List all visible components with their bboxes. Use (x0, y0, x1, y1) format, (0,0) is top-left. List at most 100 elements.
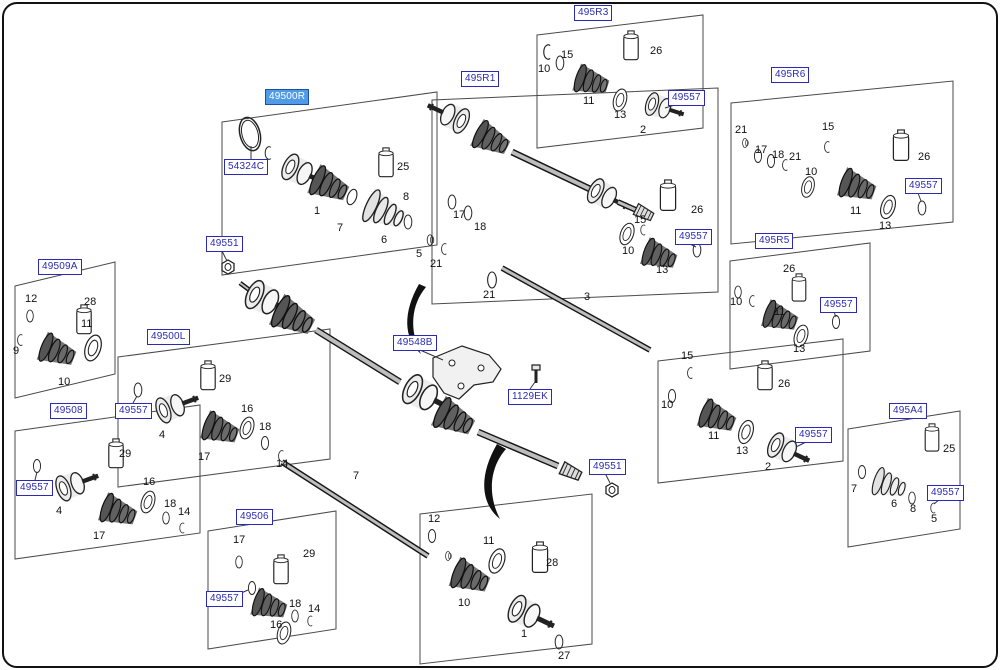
callout-number-10: 10 (805, 166, 818, 178)
part-label-49509A[interactable]: 49509A (38, 259, 82, 275)
part-label-49506[interactable]: 49506 (236, 509, 273, 525)
callout-number-26: 26 (778, 378, 791, 390)
group-box-495r6 (730, 80, 954, 245)
leader-line (917, 192, 922, 202)
callout-number-17: 17 (93, 530, 106, 542)
part-label-49500L[interactable]: 49500L (147, 329, 190, 345)
bracket-hole (477, 364, 485, 372)
part-label-49551[interactable]: 49551 (589, 459, 626, 475)
part-label-49557[interactable]: 49557 (668, 90, 705, 106)
callout-number-15: 15 (681, 350, 694, 362)
callout-number-2: 2 (640, 124, 647, 136)
callout-number-10: 10 (458, 597, 471, 609)
part-label-495A4[interactable]: 495A4 (889, 403, 927, 419)
callout-number-5: 5 (931, 513, 938, 525)
group-box-49506 (207, 510, 337, 650)
leader-line (419, 349, 444, 361)
callout-number-11: 11 (81, 318, 93, 330)
part-label-49548B[interactable]: 49548B (393, 335, 437, 351)
callout-number-26: 26 (918, 151, 931, 163)
callout-number-11: 11 (774, 306, 786, 318)
leader-line (34, 471, 38, 481)
callout-number-11: 11 (850, 205, 862, 217)
part-label-495R1[interactable]: 495R1 (461, 71, 500, 87)
callout-number-27: 27 (558, 650, 571, 662)
callout-number-17: 17 (198, 451, 211, 463)
leader-line (221, 250, 228, 262)
callout-number-18: 18 (259, 421, 272, 433)
callout-number-25: 25 (943, 443, 956, 455)
part-label-49557[interactable]: 49557 (795, 427, 832, 443)
callout-number-18: 18 (474, 221, 487, 233)
part-label-49557[interactable]: 49557 (115, 403, 152, 419)
callout-number-7: 7 (337, 222, 344, 234)
part-label-495R5[interactable]: 495R5 (755, 233, 794, 249)
part-label-49557[interactable]: 49557 (206, 591, 243, 607)
leader-line (529, 381, 536, 390)
callout-number-18: 18 (164, 498, 177, 510)
bracket-hole (448, 359, 456, 367)
callout-number-1: 1 (314, 205, 321, 217)
callout-number-5: 5 (416, 248, 423, 260)
callout-number-16: 16 (270, 619, 283, 631)
part-label-1129EK[interactable]: 1129EK (508, 389, 553, 405)
group-box-495r3 (536, 14, 704, 149)
callout-number-13: 13 (736, 445, 749, 457)
callout-number-26: 26 (783, 263, 796, 275)
leader-line (132, 395, 138, 404)
part-label-49557[interactable]: 49557 (16, 480, 53, 496)
callout-number-28: 28 (84, 296, 97, 308)
shaft-body (477, 430, 559, 468)
part-label-49557[interactable]: 49557 (905, 178, 942, 194)
part-label-49557[interactable]: 49557 (675, 229, 712, 245)
callout-number-25: 25 (397, 161, 410, 173)
callout-number-10: 10 (58, 376, 71, 388)
callout-number-8: 8 (910, 503, 917, 515)
callout-number-12: 12 (428, 513, 441, 525)
callout-number-29: 29 (303, 548, 316, 560)
part-label-495R6[interactable]: 495R6 (771, 67, 810, 83)
callout-number-11: 11 (583, 95, 595, 107)
callout-number-18: 18 (289, 598, 302, 610)
callout-number-18: 18 (772, 149, 785, 161)
part-label-49500R[interactable]: 49500R (265, 89, 310, 105)
callout-number-26: 26 (691, 204, 704, 216)
callout-number-17: 17 (453, 209, 466, 221)
callout-number-16: 16 (143, 476, 156, 488)
shaft-body (314, 328, 402, 384)
callout-number-15: 15 (634, 214, 647, 226)
part-label-49551[interactable]: 49551 (206, 236, 243, 252)
sweep-mark (484, 444, 506, 519)
group-box-unlabeled-1 (419, 493, 593, 665)
callout-number-21: 21 (735, 124, 748, 136)
callout-number-4: 4 (159, 429, 166, 441)
callout-number-7: 7 (851, 483, 858, 495)
bracket-hole (457, 382, 465, 390)
callout-number-8: 8 (403, 191, 410, 203)
callout-number-2: 2 (765, 461, 772, 473)
callout-number-4: 4 (56, 505, 63, 517)
group-box-unlabeled-2 (657, 338, 844, 484)
part-label-495R3[interactable]: 495R3 (574, 5, 613, 21)
callout-number-21: 21 (789, 151, 802, 163)
callout-number-6: 6 (891, 498, 898, 510)
callout-number-17: 17 (233, 534, 246, 546)
callout-number-15: 15 (561, 49, 574, 61)
shaft-body (501, 266, 651, 352)
part-label-49508[interactable]: 49508 (50, 403, 87, 419)
callout-number-13: 13 (614, 109, 627, 121)
callout-number-16: 16 (241, 403, 254, 415)
part-label-49557[interactable]: 49557 (820, 297, 857, 313)
callout-number-15: 15 (822, 121, 835, 133)
callout-number-10: 10 (730, 296, 743, 308)
callout-number-21: 21 (483, 289, 496, 301)
callout-number-6: 6 (381, 234, 388, 246)
part-label-54324C[interactable]: 54324C (224, 159, 269, 175)
group-box-495r5 (729, 242, 871, 370)
callout-number-14: 14 (276, 458, 289, 470)
callout-number-28: 28 (546, 557, 559, 569)
part-label-49557[interactable]: 49557 (927, 485, 964, 501)
callout-number-21: 21 (430, 258, 443, 270)
